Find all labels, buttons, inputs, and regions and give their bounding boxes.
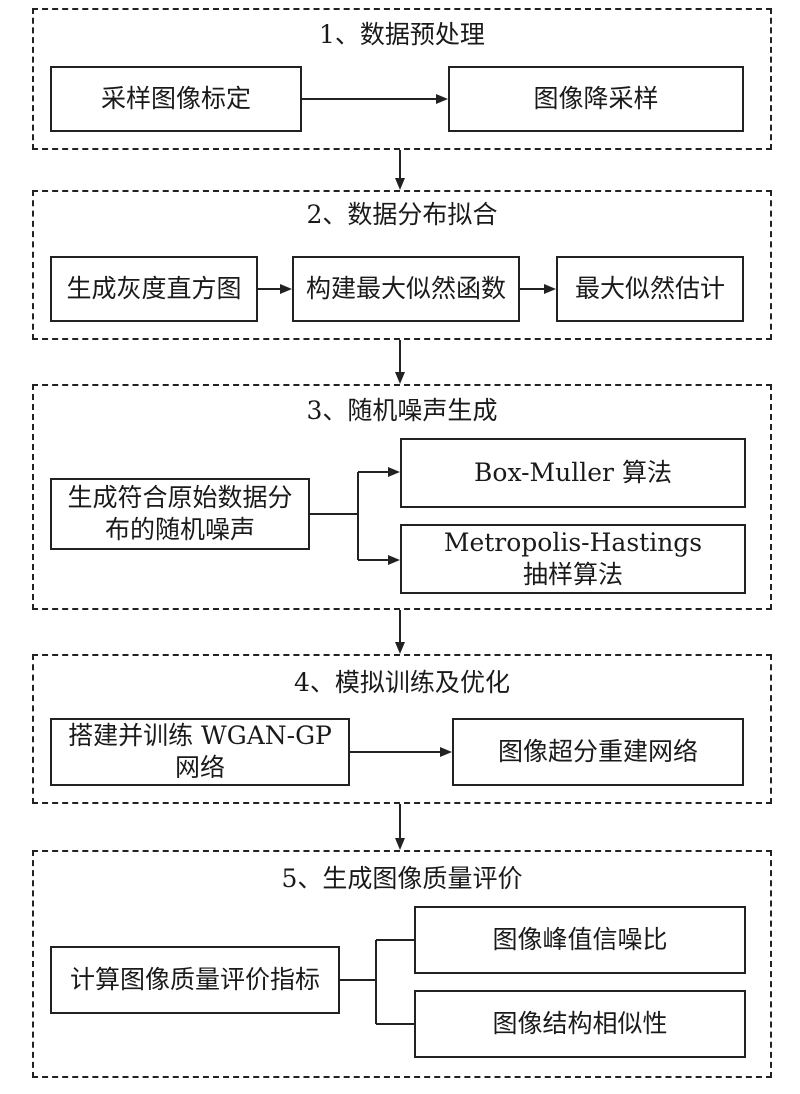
section-5-title: 5、生成图像质量评价 xyxy=(281,864,523,893)
box-train-wgan-gp-line-1: 搭建并训练 WGAN-GP xyxy=(68,721,332,750)
section-4-training-optimization: 4、模拟训练及优化 xyxy=(32,654,772,804)
box-max-likelihood-estimation: 最大似然估计 xyxy=(556,256,744,322)
box-box-muller-label: Box-Muller 算法 xyxy=(474,458,672,487)
box-quality-metrics: 计算图像质量评价指标 xyxy=(50,946,340,1014)
box-generate-random-noise: 生成符合原始数据分 布的随机噪声 xyxy=(50,478,310,550)
box-super-resolution-network: 图像超分重建网络 xyxy=(452,718,744,786)
arrowhead-section4-to-section5 xyxy=(395,838,405,850)
section-2-distribution-fitting: 2、数据分布拟合 xyxy=(32,190,772,340)
section-1-title: 1、数据预处理 xyxy=(319,20,485,49)
box-image-downsampling: 图像降采样 xyxy=(448,66,744,132)
section-5-quality-evaluation: 5、生成图像质量评价 xyxy=(32,850,772,1078)
box-generate-random-noise-line-2: 布的随机噪声 xyxy=(104,515,255,544)
box-metropolis-hastings-line-1: Metropolis-Hastings xyxy=(443,528,703,557)
box-train-wgan-gp: 搭建并训练 WGAN-GP 网络 xyxy=(50,718,350,786)
box-psnr: 图像峰值信噪比 xyxy=(414,906,746,974)
section-1-data-preprocessing: 1、数据预处理 xyxy=(32,8,772,150)
box-ssim: 图像结构相似性 xyxy=(414,990,746,1058)
box-gray-histogram: 生成灰度直方图 xyxy=(50,256,258,322)
section-3-random-noise: 3、随机噪声生成 xyxy=(32,384,772,610)
box-generate-random-noise-line-1: 生成符合原始数据分 xyxy=(67,483,293,512)
box-max-likelihood-function: 构建最大似然函数 xyxy=(292,256,520,322)
arrowhead-section1-to-section2 xyxy=(395,178,405,190)
box-metropolis-hastings-line-2: 抽样算法 xyxy=(522,560,623,589)
arrowhead-section2-to-section3 xyxy=(395,372,405,384)
box-metropolis-hastings: Metropolis-Hastings 抽样算法 xyxy=(400,524,746,594)
section-2-title: 2、数据分布拟合 xyxy=(306,200,498,229)
section-4-title: 4、模拟训练及优化 xyxy=(294,668,510,697)
arrowhead-section3-to-section4 xyxy=(395,642,405,654)
section-3-title: 3、随机噪声生成 xyxy=(306,396,498,425)
box-sample-image-calibration: 采样图像标定 xyxy=(50,66,302,132)
box-train-wgan-gp-line-2: 网络 xyxy=(174,753,225,782)
box-box-muller: Box-Muller 算法 xyxy=(400,438,746,508)
